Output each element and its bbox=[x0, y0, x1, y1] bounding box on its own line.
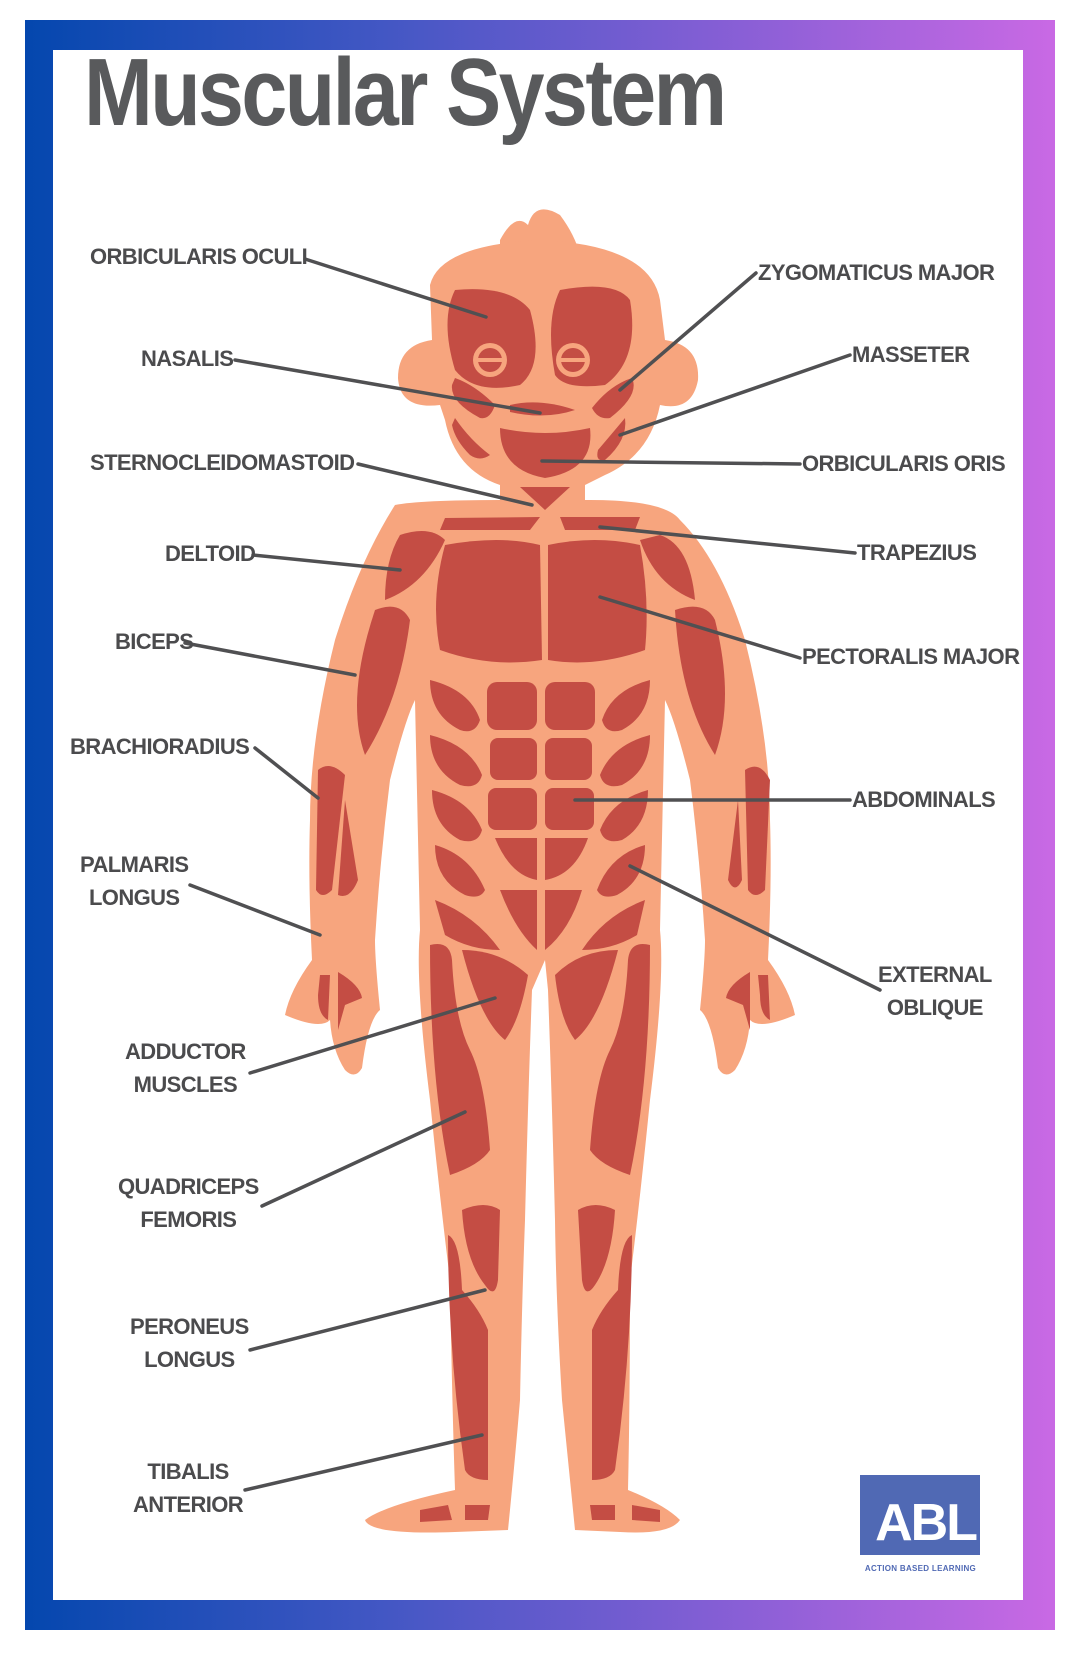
label-sternocleidomastoid: STERNOCLEIDOMASTOID bbox=[90, 450, 355, 475]
abl-logo: ABL bbox=[860, 1475, 980, 1555]
label-nasalis: NASALIS bbox=[141, 346, 234, 371]
label-abdominals: ABDOMINALS bbox=[852, 787, 996, 812]
label-palmaris-longus: PALMARIS LONGUS bbox=[80, 852, 189, 910]
label-biceps: BICEPS bbox=[115, 629, 194, 654]
label-pectoralis-major: PECTORALIS MAJOR bbox=[802, 644, 1020, 669]
muscle-orbicularis-oculi-left bbox=[447, 289, 536, 388]
logo-subtitle: ACTION BASED LEARNING bbox=[864, 1564, 977, 1573]
label-tibalis-anterior: TIBALIS ANTERIOR bbox=[133, 1459, 244, 1517]
logo-text: ABL bbox=[875, 1494, 978, 1552]
muscles bbox=[316, 286, 770, 1522]
label-adductor-muscles: ADDUCTOR MUSCLES bbox=[125, 1039, 246, 1097]
label-external-oblique: EXTERNAL OBLIQUE bbox=[878, 962, 992, 1020]
leader-lines bbox=[183, 257, 882, 1492]
label-quadriceps-femoris: QUADRICEPS FEMORIS bbox=[118, 1174, 259, 1232]
label-masseter: MASSETER bbox=[852, 342, 970, 367]
label-peroneus-longus: PERONEUS LONGUS bbox=[130, 1314, 249, 1372]
label-brachioradius: BRACHIORADIUS bbox=[70, 734, 250, 759]
label-deltoid: DELTOID bbox=[165, 541, 256, 566]
label-trapezius: TRAPEZIUS bbox=[857, 540, 977, 565]
label-orbicularis-oris: ORBICULARIS ORIS bbox=[802, 451, 1006, 476]
label-zygomaticus-major: ZYGOMATICUS MAJOR bbox=[758, 260, 995, 285]
page-title: Muscular System bbox=[84, 39, 727, 146]
label-orbicularis-oculi: ORBICULARIS OCULI bbox=[90, 244, 308, 269]
